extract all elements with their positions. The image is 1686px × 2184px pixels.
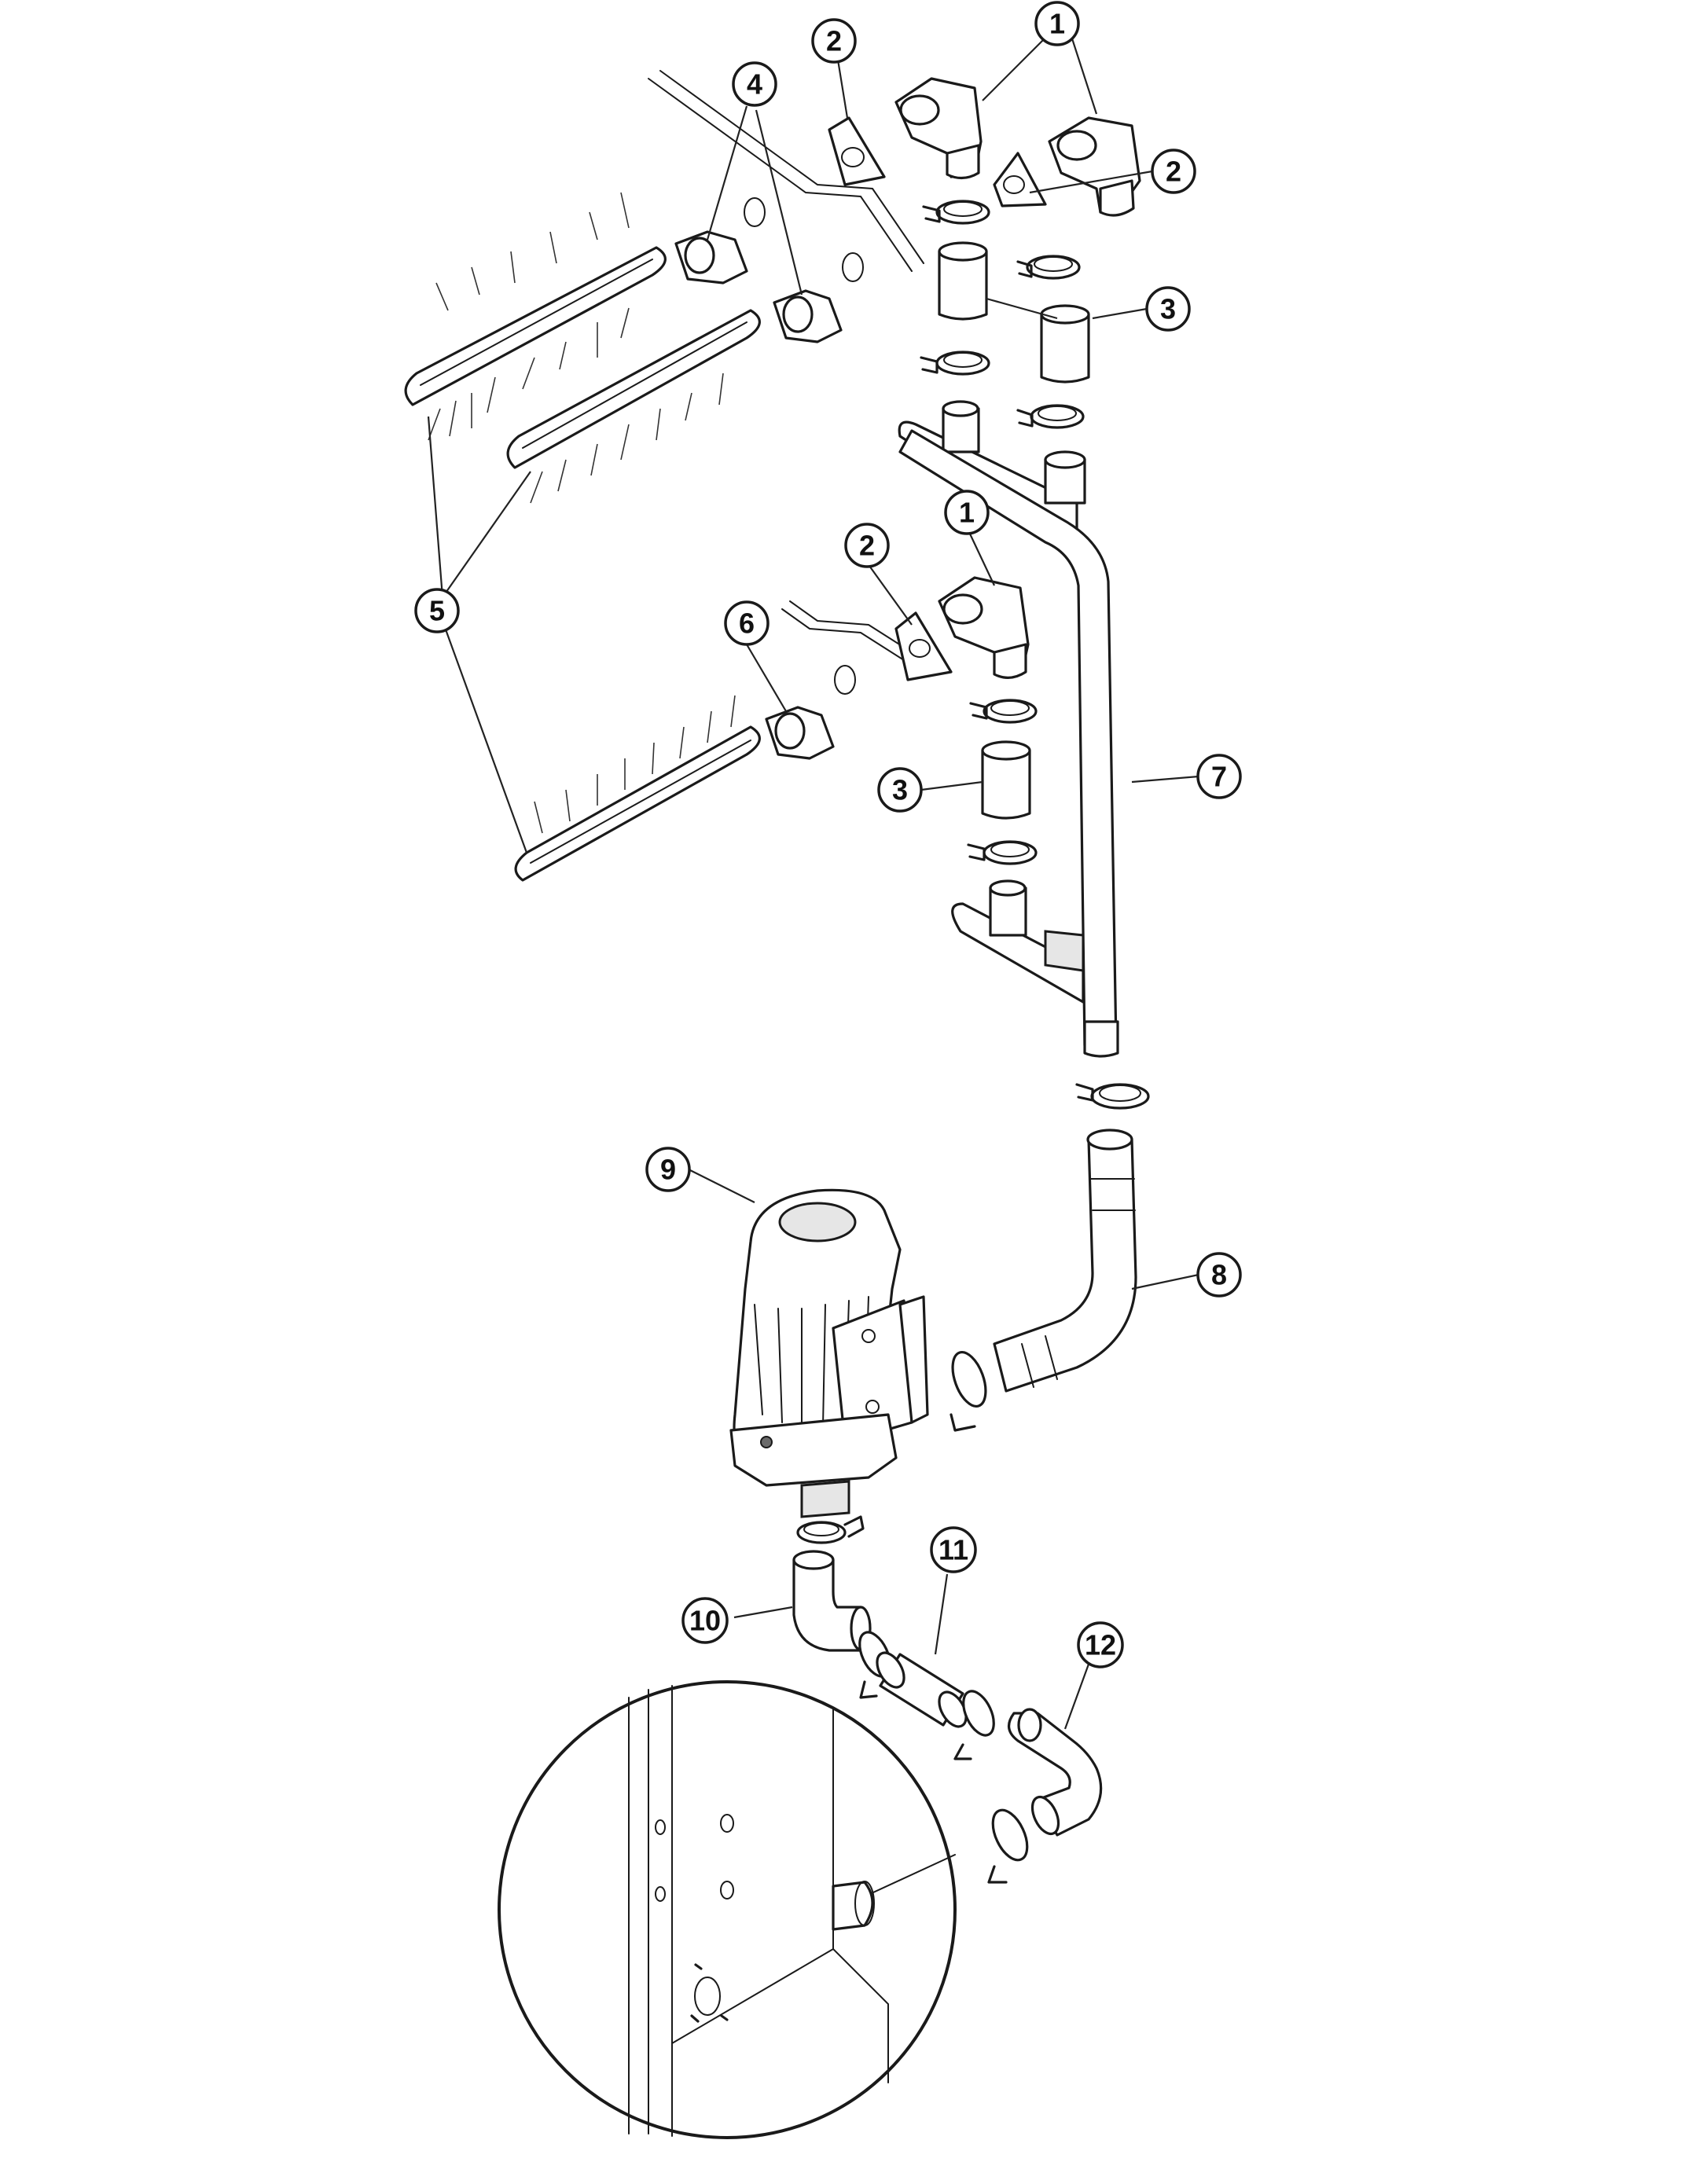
callout-1-middle-label: 1 (959, 497, 975, 529)
hose-clamp-middle-1 (969, 699, 1038, 724)
hose-clamp-middle-2 (967, 840, 1038, 865)
callout-9: 9 (645, 1147, 691, 1192)
hose-clamp-pump-inlet-1 (796, 1515, 865, 1544)
callout-1-upper-label: 1 (1049, 8, 1065, 40)
callout-6: 6 (724, 600, 770, 646)
callout-11-label: 11 (939, 1534, 968, 1566)
spray-bar-upper-2 (506, 309, 761, 469)
elbow-fitting-upper-middle (894, 77, 983, 180)
callout-3-middle-label: 3 (892, 774, 908, 806)
tank-wall-outline-middle (781, 600, 913, 661)
spray-bar-fitting-lower (765, 665, 856, 760)
hose-sleeve-11 (876, 1651, 968, 1728)
callout-7: 7 (1196, 754, 1242, 799)
callout-1-middle: 1 (944, 490, 990, 535)
callout-11: 11 (930, 1526, 977, 1573)
tank-wall-outline-upper (648, 70, 924, 272)
callout-4: 4 (732, 61, 777, 107)
spray-bar-lower (514, 725, 761, 882)
spray-jets-lower (534, 695, 736, 834)
spray-jets-upper (428, 192, 724, 504)
callout-8: 8 (1196, 1252, 1242, 1298)
elbow-hose-10 (792, 1550, 872, 1652)
callout-9-label: 9 (660, 1154, 676, 1186)
hose-clamp-riser-bottom (1075, 1083, 1150, 1110)
hose-clamp-upper-4 (1016, 404, 1085, 429)
callout-7-label: 7 (1211, 761, 1227, 793)
callout-2-upper-right-label: 2 (1166, 156, 1181, 188)
detail-view-circle (498, 1680, 957, 2139)
pump-motor (729, 1188, 929, 1518)
main-riser-pipe (898, 429, 1119, 1058)
callout-10-label: 10 (689, 1605, 721, 1637)
hose-sleeve-upper-left (938, 241, 988, 321)
callout-6-label: 6 (739, 607, 755, 640)
spray-bar-upper-1 (404, 246, 667, 406)
hose-clamp-pump-outlet (950, 1351, 987, 1432)
callout-8-label: 8 (1211, 1259, 1227, 1291)
flexible-hose-pump-outlet (993, 1129, 1137, 1393)
callout-2-upper-left-label: 2 (826, 25, 842, 57)
hose-clamp-inlet-4 (987, 1808, 1029, 1884)
hose-sleeve-middle (981, 740, 1031, 820)
manifold-lower (951, 879, 1085, 1004)
callout-2-upper-right: 2 (1151, 149, 1196, 194)
hose-clamp-upper-1 (922, 200, 990, 225)
hose-sleeve-upper-right (1040, 304, 1090, 384)
callout-2-middle: 2 (844, 523, 890, 568)
callout-2-upper-left: 2 (811, 18, 857, 64)
callout-3-middle: 3 (877, 767, 923, 813)
gasket-upper-left (828, 116, 886, 186)
gasket-middle (894, 611, 953, 681)
hose-clamp-upper-3 (920, 351, 990, 376)
elbow-hose-12 (1008, 1708, 1103, 1837)
spray-bar-fitting-upper-2 (773, 252, 864, 343)
callout-2-middle-label: 2 (859, 530, 875, 562)
callout-1-upper: 1 (1034, 1, 1080, 46)
callout-12-label: 12 (1085, 1629, 1116, 1661)
elbow-fitting-upper-right (1048, 116, 1141, 217)
spray-bar-fitting-upper-1 (674, 197, 766, 284)
callout-4-label: 4 (747, 68, 762, 101)
callout-3-upper-label: 3 (1160, 293, 1176, 325)
callout-12: 12 (1077, 1621, 1124, 1668)
elbow-fitting-middle (938, 576, 1030, 679)
hose-clamp-upper-2 (1016, 255, 1081, 280)
callout-5: 5 (414, 588, 460, 633)
callout-5-label: 5 (429, 595, 445, 627)
hose-clamp-inlet-3 (953, 1690, 995, 1760)
gasket-upper-right (993, 152, 1047, 207)
callout-10: 10 (681, 1597, 729, 1644)
callout-3-upper: 3 (1145, 286, 1191, 332)
